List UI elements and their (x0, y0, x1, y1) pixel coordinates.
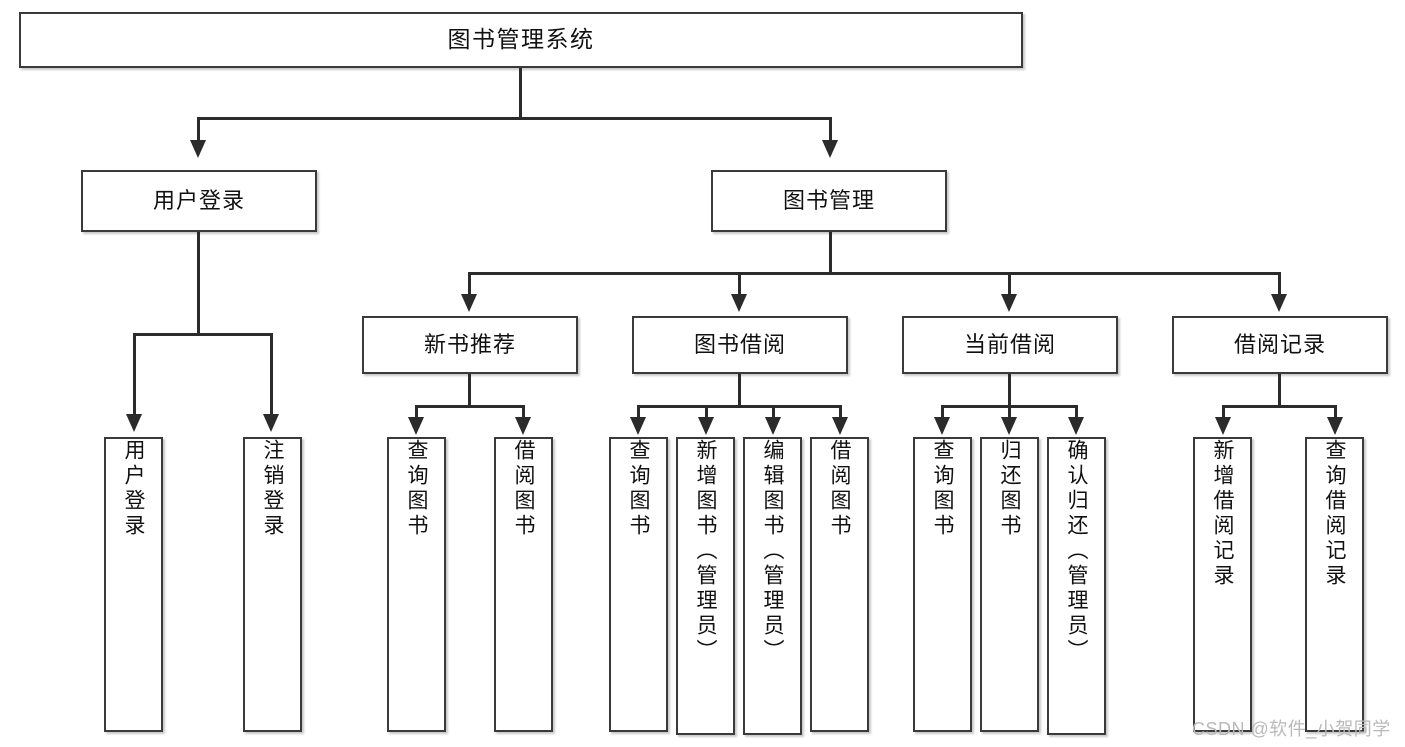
connector-bb-to-leaf-3 (772, 405, 775, 421)
arrow-bm-to-new-book (461, 294, 477, 312)
leaf-current-borrow-return-book[interactable]: 归还图书 (980, 437, 1039, 732)
connector-book-borrow-bus (637, 405, 841, 408)
arrow-root-to-user-login (190, 140, 206, 158)
node-label: 图书管理系统 (447, 26, 595, 53)
leaf-book-borrow-add-book-admin[interactable]: 新增图书（管理员） (676, 437, 735, 735)
arrow-cb-to-leaf-1 (934, 417, 950, 435)
arrow-bm-to-borrow-record (1271, 294, 1287, 312)
connector-new-book-bus (415, 405, 525, 408)
node-label: 查询图书 (405, 439, 428, 539)
connector-user-login-to-leaf-1 (133, 333, 136, 418)
arrow-bb-to-leaf-1 (630, 417, 646, 435)
node-borrow-record[interactable]: 借阅记录 (1172, 316, 1388, 374)
connector-user-login-stem (197, 232, 200, 334)
node-new-book-recommend[interactable]: 新书推荐 (362, 316, 578, 374)
connector-cb-to-leaf-1 (941, 405, 944, 421)
node-label: 图书借阅 (693, 332, 786, 358)
connector-new-book-stem (468, 374, 471, 406)
leaf-book-borrow-query-book[interactable]: 查询图书 (609, 437, 668, 732)
arrow-br-to-leaf-1 (1215, 417, 1231, 435)
arrow-root-to-book-management (822, 140, 838, 158)
arrow-bb-to-leaf-2 (698, 417, 714, 435)
leaf-new-book-borrow-book[interactable]: 借阅图书 (494, 437, 553, 732)
connector-bb-to-leaf-4 (839, 405, 842, 421)
arrow-user-login-to-leaf-2 (263, 414, 279, 432)
node-user-login[interactable]: 用户登录 (81, 170, 317, 232)
node-label: 当前借阅 (963, 332, 1056, 358)
leaf-user-login-login[interactable]: 用户登录 (104, 437, 163, 732)
arrow-br-to-leaf-2 (1327, 417, 1343, 435)
connector-borrow-record-stem (1278, 374, 1281, 406)
connector-root-stem (519, 68, 522, 118)
node-current-borrow[interactable]: 当前借阅 (902, 316, 1118, 374)
node-label: 借阅记录 (1233, 332, 1326, 358)
arrow-nb-to-leaf-1 (408, 417, 424, 435)
arrow-nb-to-leaf-2 (515, 417, 531, 435)
node-root-book-management-system[interactable]: 图书管理系统 (19, 12, 1023, 68)
connector-current-borrow-stem (1008, 374, 1011, 406)
node-label: 归还图书 (998, 439, 1021, 539)
node-label: 新增借阅记录 (1211, 439, 1234, 589)
connector-root-to-book-management (829, 117, 832, 145)
connector-user-login-bus (133, 333, 273, 336)
node-book-borrow[interactable]: 图书借阅 (632, 316, 848, 374)
connector-book-management-bus (468, 272, 1278, 275)
arrow-cb-to-leaf-2 (1001, 417, 1017, 435)
connector-root-to-user-login (197, 117, 200, 145)
node-label: 查询图书 (627, 439, 650, 539)
connector-nb-to-leaf-1 (415, 405, 418, 421)
watermark-text: CSDN @软件_小贺同学 (1192, 719, 1391, 739)
connector-bb-to-leaf-1 (637, 405, 640, 421)
connector-cb-to-leaf-2 (1008, 405, 1011, 421)
connector-br-to-leaf-1 (1222, 405, 1225, 421)
node-label: 新书推荐 (423, 332, 516, 358)
connector-user-login-to-leaf-2 (270, 333, 273, 418)
leaf-borrow-record-query-record[interactable]: 查询借阅记录 (1305, 437, 1364, 732)
leaf-user-login-logout[interactable]: 注销登录 (243, 437, 302, 732)
leaf-borrow-record-add-record[interactable]: 新增借阅记录 (1193, 437, 1252, 732)
leaf-book-borrow-edit-book-admin[interactable]: 编辑图书（管理员） (743, 437, 802, 735)
leaf-book-borrow-borrow-book[interactable]: 借阅图书 (810, 437, 869, 732)
arrow-cb-to-leaf-3 (1068, 417, 1084, 435)
connector-bb-to-leaf-2 (705, 405, 708, 421)
connector-br-to-leaf-2 (1334, 405, 1337, 421)
arrow-bb-to-leaf-4 (832, 417, 848, 435)
connector-book-borrow-stem (738, 374, 741, 406)
connector-bm-to-book-borrow (738, 272, 741, 298)
arrow-bm-to-book-borrow (731, 294, 747, 312)
node-label: 借阅图书 (512, 439, 535, 539)
leaf-new-book-query-book[interactable]: 查询图书 (387, 437, 446, 732)
connector-borrow-record-bus (1222, 405, 1337, 408)
leaf-current-borrow-query-book[interactable]: 查询图书 (913, 437, 972, 732)
node-label: 用户登录 (152, 188, 245, 214)
node-label: 查询图书 (931, 439, 954, 539)
connector-cb-to-leaf-3 (1075, 405, 1078, 421)
arrow-bm-to-current-borrow (1001, 294, 1017, 312)
node-label: 编辑图书（管理员） (761, 439, 784, 664)
node-label: 注销登录 (261, 439, 284, 539)
connector-book-management-stem (829, 232, 832, 274)
node-label: 新增图书（管理员） (694, 439, 717, 664)
connector-bm-to-borrow-record (1278, 272, 1281, 298)
node-label: 确认归还（管理员） (1065, 439, 1088, 664)
connector-nb-to-leaf-2 (522, 405, 525, 421)
connector-bm-to-new-book (468, 272, 471, 298)
arrow-bb-to-leaf-3 (765, 417, 781, 435)
node-book-management[interactable]: 图书管理 (711, 170, 947, 232)
node-label: 图书管理 (782, 188, 875, 214)
node-label: 借阅图书 (828, 439, 851, 539)
leaf-current-borrow-confirm-return-admin[interactable]: 确认归还（管理员） (1047, 437, 1106, 735)
connector-root-bus (197, 117, 832, 120)
node-label: 用户登录 (122, 439, 145, 539)
connector-bm-to-current-borrow (1008, 272, 1011, 298)
arrow-user-login-to-leaf-1 (126, 414, 142, 432)
node-label: 查询借阅记录 (1323, 439, 1346, 589)
